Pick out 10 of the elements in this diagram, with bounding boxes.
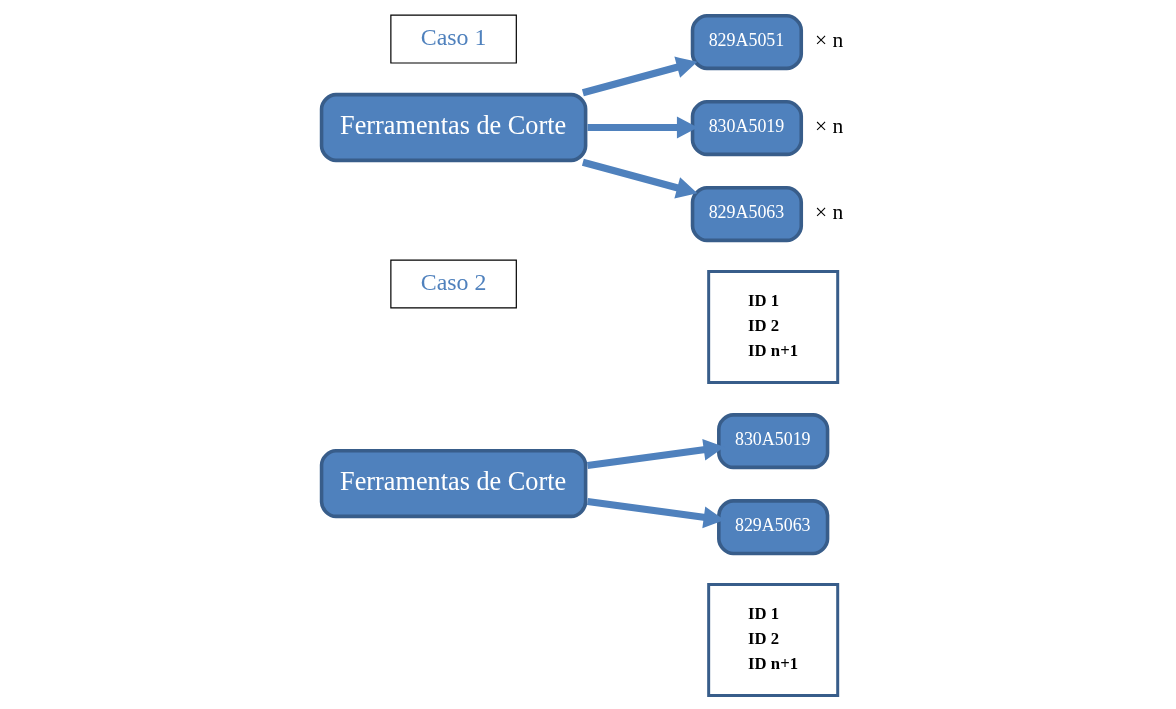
- node-label: × n: [815, 114, 844, 139]
- node-box: ID 1 ID 2 ID n+1: [707, 269, 840, 385]
- arrow: [581, 158, 698, 199]
- node-label: × n: [815, 200, 844, 225]
- arrow: [587, 116, 698, 139]
- node-box: ID 1 ID 2 ID n+1: [707, 583, 840, 698]
- node-label: × n: [815, 28, 844, 53]
- node-box: Caso 1: [390, 14, 517, 64]
- node-box: Caso 2: [390, 259, 517, 309]
- arrow: [581, 56, 698, 97]
